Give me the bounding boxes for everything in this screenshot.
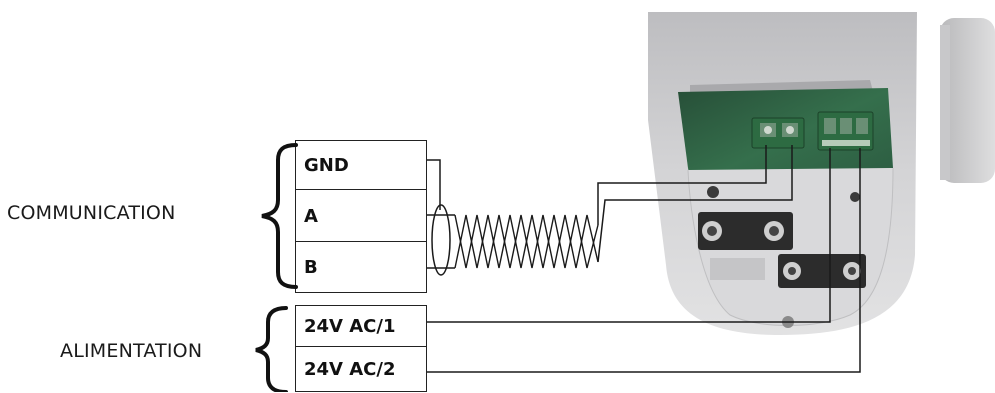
power-brace [255,306,288,392]
wire-a-to-connector [597,145,767,225]
terminal-24v-ac-1: 24V AC/1 [295,305,427,347]
twisted-pair-2 [454,214,599,269]
terminal-a: A [295,189,427,242]
power-connector [817,111,874,151]
comm-connector [751,117,805,149]
terminal-label: B [304,257,318,278]
terminal-24v-ac-2: 24V AC/2 [295,346,427,392]
communication-brace [261,143,298,289]
terminal-b: B [295,241,427,293]
cable-shield [431,204,451,276]
terminal-gnd: GND [295,140,427,190]
terminal-label: GND [304,155,349,176]
wire-b-to-connector [597,145,793,263]
power-label: ALIMENTATION [60,340,203,362]
terminal-label: 24V AC/1 [304,316,396,337]
terminal-label: A [304,206,318,227]
wire-24v-ac-2 [427,148,861,373]
terminal-label: 24V AC/2 [304,359,396,380]
gnd-wire [427,159,441,210]
communication-label: COMMUNICATION [7,202,176,224]
mounting-hardware [698,186,866,328]
wire-24v-ac-1 [427,148,831,323]
